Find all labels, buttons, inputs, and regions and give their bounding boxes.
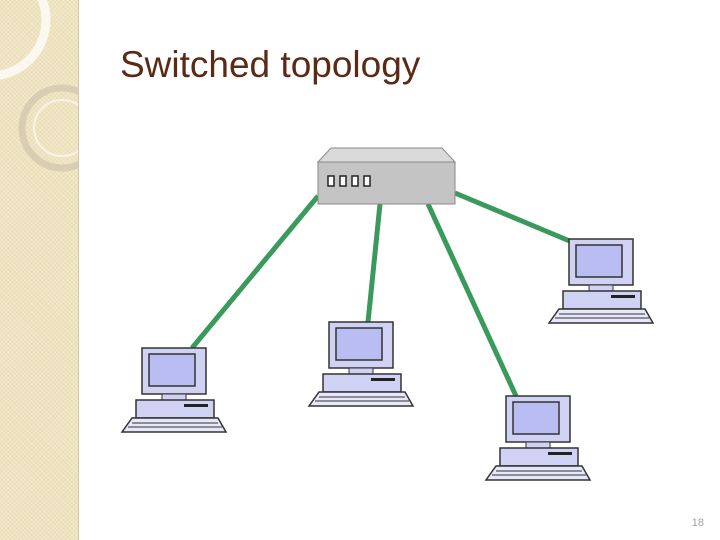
desktop-computer-icon	[547, 238, 655, 324]
desktop-computer-icon	[120, 347, 228, 433]
slide-title: Switched topology	[120, 44, 421, 85]
desktop-computer-icon	[307, 321, 415, 407]
link-switch-pc-4	[454, 190, 573, 245]
link-switch-pc-2	[365, 203, 383, 323]
network-switch-icon	[316, 147, 457, 205]
desktop-computer-icon	[484, 395, 592, 481]
page-number: 18	[691, 517, 704, 529]
decorative-circles	[0, 0, 78, 172]
link-switch-pc-1	[190, 194, 320, 350]
links	[190, 190, 573, 398]
link-switch-pc-3	[425, 202, 519, 398]
decorative-sidebar	[0, 0, 79, 540]
